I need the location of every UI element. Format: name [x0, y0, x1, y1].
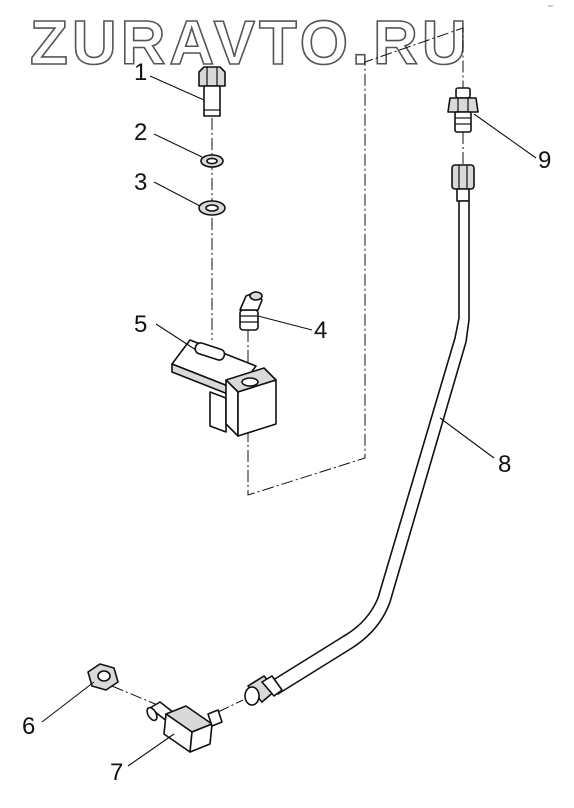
- watermark-text: ZURAVTO.RU: [30, 9, 471, 78]
- callout-3: 3: [134, 169, 147, 196]
- callout-5: 5: [134, 311, 147, 338]
- callout-numbers: 1 2 3 4 5 6 7 8 9: [22, 59, 551, 786]
- corner-mark: ᵃᶜᵗ: [548, 4, 553, 10]
- callout-9: 9: [538, 147, 551, 174]
- callout-7: 7: [110, 759, 123, 786]
- flat-washer: [198, 200, 226, 216]
- union-fitting: [447, 87, 479, 133]
- callout-6: 6: [22, 713, 35, 740]
- nut: [87, 663, 119, 691]
- callout-leaders: [41, 75, 537, 767]
- callout-4: 4: [314, 317, 327, 344]
- callout-8: 8: [498, 451, 511, 478]
- tube: [244, 164, 475, 706]
- bracket: [171, 339, 277, 437]
- callout-2: 2: [134, 119, 147, 146]
- elbow-fitting: [146, 701, 223, 753]
- spring-washer: [200, 154, 224, 168]
- callout-1: 1: [134, 59, 147, 86]
- assembly-centerlines: [111, 27, 464, 713]
- bolt: [198, 66, 226, 117]
- angled-fitting: [239, 291, 263, 331]
